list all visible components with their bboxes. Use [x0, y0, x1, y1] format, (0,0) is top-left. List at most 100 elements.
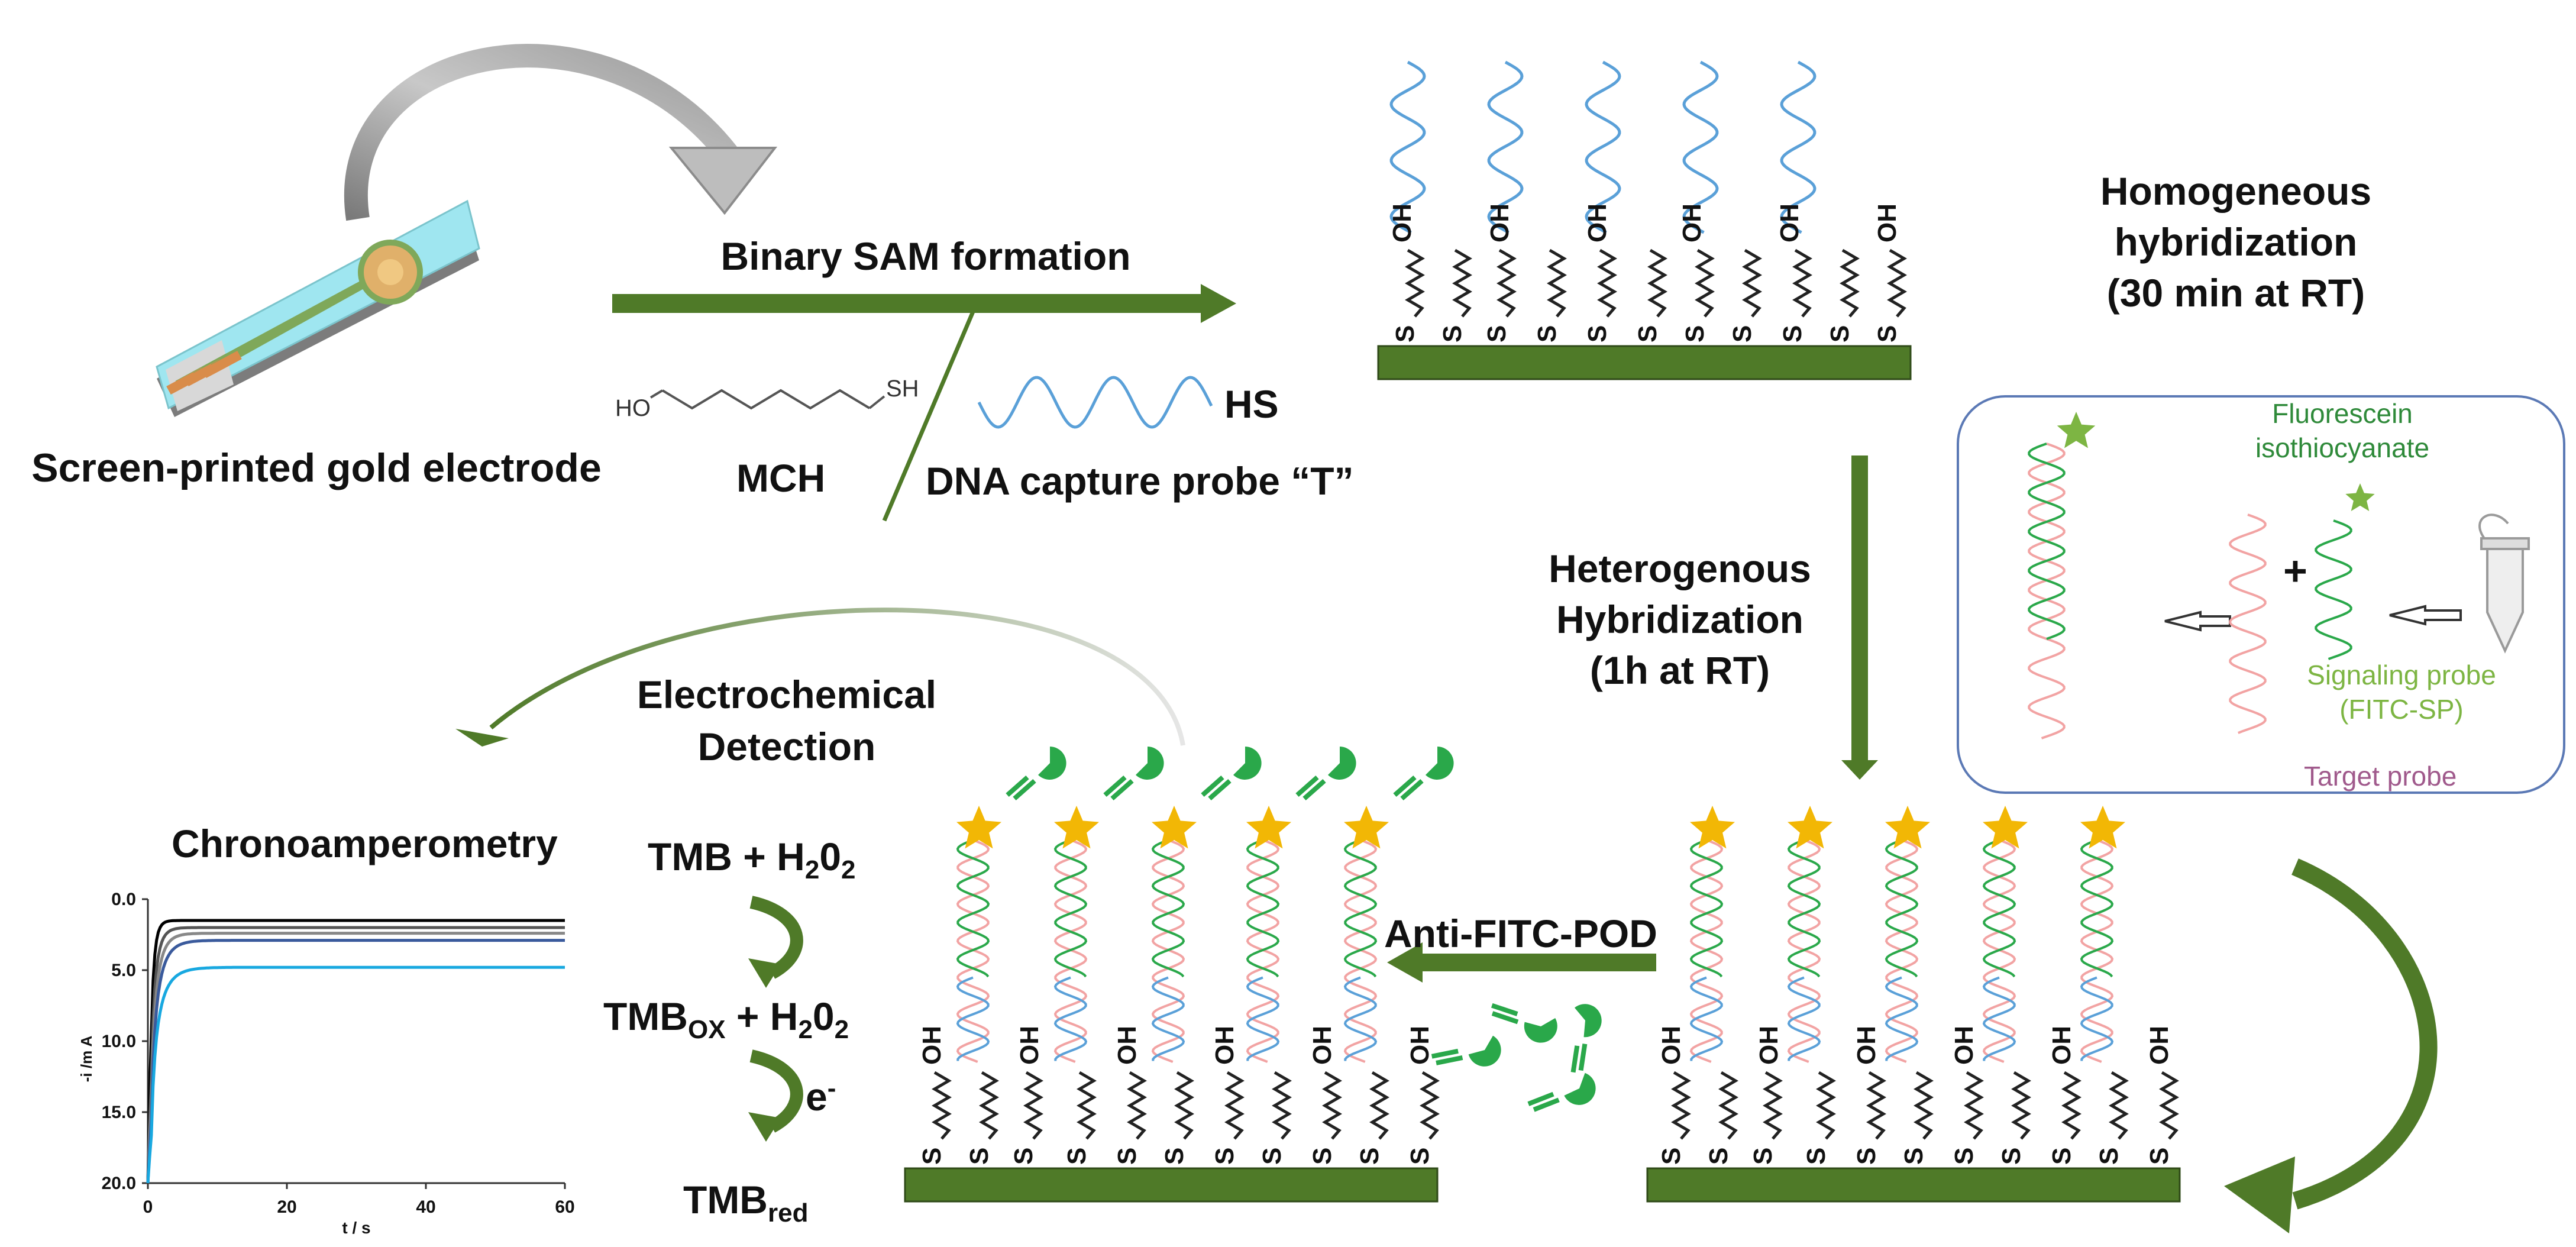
- tmbox-a: TMB: [603, 994, 688, 1038]
- antibody-stem-b: [1006, 776, 1029, 797]
- bl-surface-oh-label: OH: [1405, 1026, 1434, 1065]
- electrode-working: [377, 259, 403, 285]
- antibody-stem-a: [1400, 779, 1424, 800]
- mch-skeleton: [661, 389, 871, 410]
- homogeneous-line-2: hybridization: [2114, 220, 2358, 264]
- electron-e: e: [806, 1075, 828, 1119]
- br-surface-linker: [1866, 1071, 1886, 1140]
- fitc-star: [1344, 806, 1389, 849]
- tmbred-a: TMB: [683, 1178, 768, 1222]
- grey-curve-arrow-head: [668, 147, 778, 215]
- fitc-star: [1690, 806, 1735, 849]
- chart-x-tick-label: 20: [277, 1197, 296, 1217]
- br-surface-oh-label: OH: [1754, 1026, 1783, 1065]
- panel-signaling-strand: [2315, 519, 2352, 660]
- capture-strand: [1689, 976, 1724, 1061]
- br-surface-linker: [1964, 1071, 1984, 1140]
- capture-strand: [1885, 976, 1919, 1061]
- signaling-strand: [1689, 839, 1724, 978]
- antibody-stem-b: [1393, 776, 1417, 797]
- signaling-strand: [1246, 839, 1280, 978]
- tmb-curl-arrow-1: [749, 896, 803, 979]
- chart-x-tick-label: 60: [555, 1197, 574, 1217]
- bound-antibody: [1103, 747, 1164, 800]
- bl-surface-s-label: S: [1160, 1148, 1189, 1165]
- electrode-illustration: [156, 199, 480, 417]
- br-surface-bar: [1646, 1167, 2181, 1203]
- chart-series-line: [146, 939, 565, 1184]
- chart-series-line: [146, 926, 565, 1184]
- heterogenous-line-1: Heterogenous: [1549, 547, 1811, 590]
- fitc-label: Fluorescein isothiocyanate: [2230, 396, 2455, 465]
- bl-surface-s-label: S: [1405, 1148, 1434, 1165]
- ho-label: HO: [615, 395, 651, 421]
- br-surface-oh-label: OH: [1657, 1026, 1686, 1065]
- fitc-line-1: Fluorescein: [2272, 398, 2413, 429]
- capture-probe-label: DNA capture probe “T”: [926, 459, 1354, 503]
- bl-duplex: [956, 839, 990, 1063]
- binary-sam-label: Binary SAM formation: [720, 234, 1131, 278]
- bl-surface-s-label: S: [1308, 1148, 1337, 1165]
- br-duplex: [1787, 839, 1821, 1063]
- free-antibody: [1431, 1035, 1501, 1067]
- top-surface-s-label: S: [1391, 325, 1420, 343]
- antibody-stem-b: [1201, 776, 1224, 797]
- bound-antibody: [1393, 747, 1454, 800]
- free-antibody: [1491, 1003, 1557, 1043]
- capture-strand: [1246, 976, 1280, 1061]
- bl-surface-s-label: S: [1258, 1148, 1287, 1165]
- chart-y-axis-label: -i /m A: [77, 1036, 95, 1083]
- chart-y-tick-label: 15.0: [102, 1103, 136, 1122]
- antifitc-arrow-shaft: [1420, 954, 1656, 971]
- tmb-curl-arrow-2: [749, 1049, 803, 1133]
- bl-duplex: [1343, 839, 1378, 1063]
- panel-target-strand: [2229, 513, 2267, 734]
- top-surface-s-label: S: [1728, 325, 1757, 343]
- signaling-strand: [2080, 839, 2114, 978]
- panel-small-star: [2345, 483, 2375, 511]
- target-label: Target probe: [2304, 761, 2457, 792]
- homogeneous-line-3: (30 min at RT): [2106, 271, 2365, 315]
- capture-strand: [1053, 976, 1088, 1061]
- detection-arc-head: [455, 729, 509, 747]
- bl-surface-s-label: S: [965, 1148, 994, 1165]
- br-duplex: [1689, 839, 1724, 1063]
- tmb-h2o2-a: TMB + H: [648, 835, 805, 878]
- bl-surface-s-label: S: [917, 1148, 946, 1165]
- panel-duplex-target: [2028, 442, 2066, 739]
- hetero-arrow-shaft: [1851, 455, 1868, 763]
- antibody-head: [1136, 747, 1164, 780]
- signaling-strand: [1787, 839, 1821, 978]
- bl-duplex: [1151, 839, 1185, 1063]
- return-arrow-head: [2224, 1156, 2295, 1233]
- tmb-h2o2-sub2: 2: [841, 855, 856, 885]
- tmb-h2o2-sub1: 2: [804, 855, 820, 885]
- top-surface-linker: [1695, 248, 1715, 318]
- br-surface-linker: [1718, 1071, 1738, 1140]
- signaling-strand: [1982, 839, 2016, 978]
- tmbox-sub3: 2: [834, 1015, 849, 1045]
- signaling-strand: [956, 839, 990, 978]
- top-capture-probe: [1487, 60, 1524, 234]
- bl-surface-s-label: S: [1113, 1148, 1142, 1165]
- electrode-trace: [211, 269, 386, 372]
- sh-label: SH: [886, 376, 919, 402]
- heterogenous-label: Heterogenous Hybridization (1h at RT): [1514, 543, 1845, 696]
- chart-y-tick-label: 10.0: [102, 1032, 136, 1051]
- tmb-curl-head-2: [748, 1112, 781, 1142]
- bl-surface-linker: [1420, 1071, 1440, 1140]
- top-capture-probe: [1389, 60, 1426, 234]
- top-surface-s-label: S: [1633, 325, 1662, 343]
- chart-series-line: [146, 919, 565, 1184]
- bl-surface-s-label: S: [1009, 1148, 1038, 1165]
- bl-surface-bar: [904, 1167, 1439, 1203]
- fitc-star: [1885, 806, 1930, 849]
- antibody-stem-a: [1533, 1097, 1560, 1112]
- bl-surface-oh-label: OH: [917, 1026, 946, 1065]
- hs-label: HS: [1224, 382, 1279, 426]
- tmb-h2o2-b: 0: [819, 835, 842, 878]
